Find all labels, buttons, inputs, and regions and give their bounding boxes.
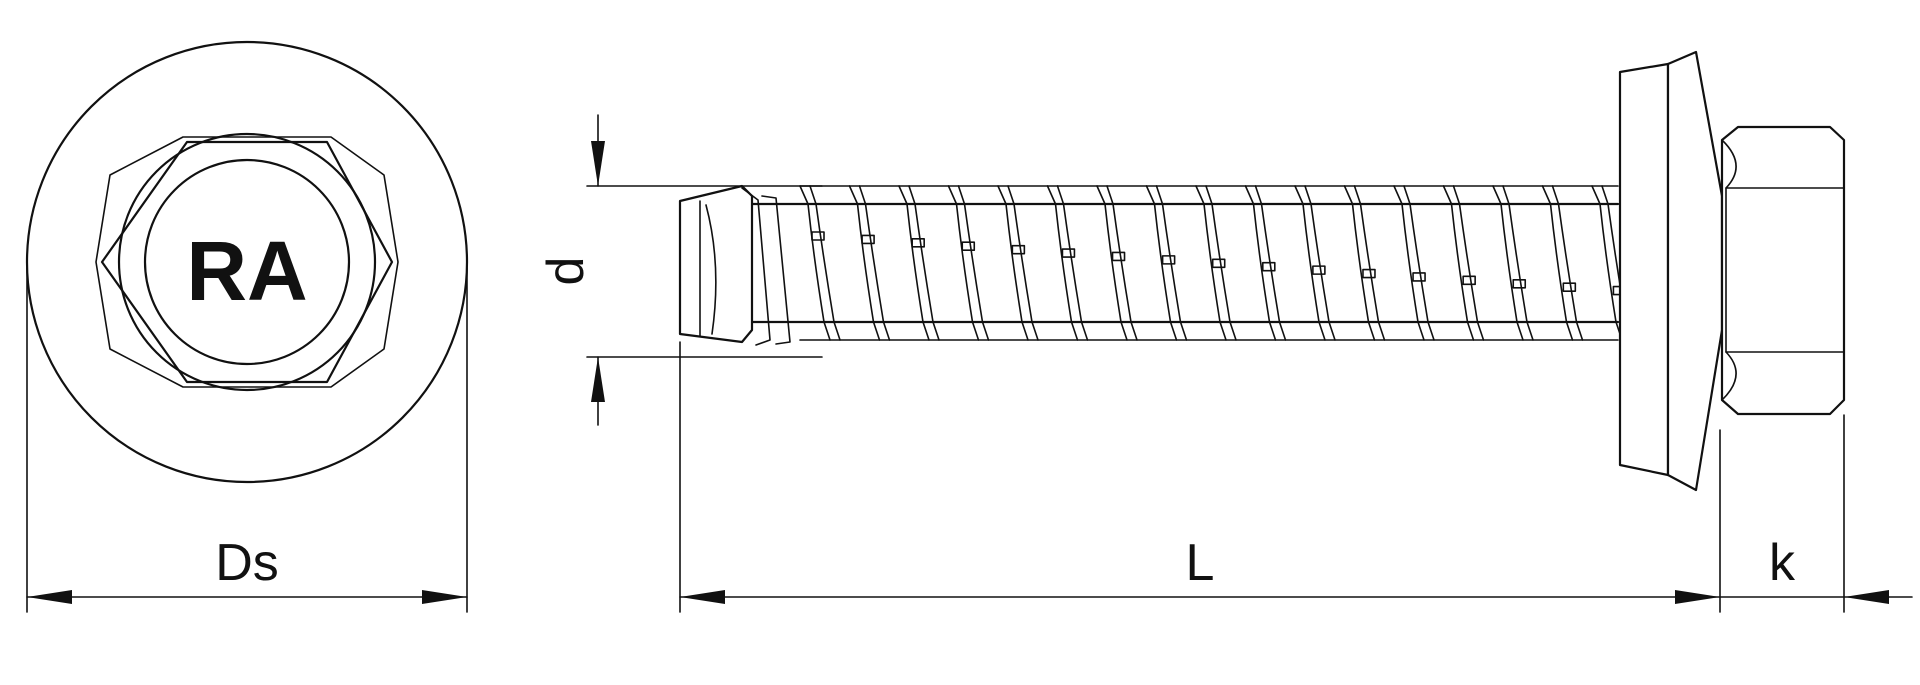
k-arrow — [1844, 590, 1889, 604]
thread-flight — [1591, 185, 1623, 341]
thread-flight-edge — [1106, 185, 1138, 341]
d-arrow-bottom — [591, 357, 605, 402]
washer-flange — [1666, 50, 1724, 492]
thread-notch — [1462, 275, 1476, 286]
thread-flight — [1541, 185, 1574, 341]
head-top-view: RA — [25, 40, 469, 484]
l-label: L — [1186, 534, 1215, 592]
l-arrow-left — [680, 590, 725, 604]
thread-flight-edge — [908, 185, 940, 341]
thread-notch — [1011, 244, 1026, 255]
head-collar-outer — [117, 132, 377, 392]
tip-flute-3 — [761, 195, 791, 345]
thread-flight-edge — [1551, 185, 1584, 341]
hex-chamfer-outline — [95, 136, 399, 388]
thread-flight — [799, 185, 831, 341]
thread-notch — [1261, 261, 1276, 272]
thread-flight — [947, 185, 980, 341]
head-collar-inner — [143, 158, 351, 366]
dimension-l: L — [679, 341, 1721, 613]
k-label: k — [1769, 534, 1796, 592]
thread-flight — [1492, 185, 1524, 341]
d-arrow-top — [591, 141, 605, 186]
thread-notch — [1512, 278, 1527, 289]
d-label: d — [537, 257, 595, 286]
thread-flight — [1145, 185, 1178, 341]
thread-notch — [1362, 268, 1376, 279]
washer-outline — [25, 40, 469, 484]
thread-flight — [1442, 185, 1475, 341]
thread-notch — [861, 234, 875, 245]
thread-flight-edge — [1353, 185, 1386, 341]
thread-flights — [799, 185, 1633, 341]
thread-notch — [1111, 251, 1126, 262]
sealing-washer — [1618, 62, 1670, 477]
thread-flight — [1096, 185, 1128, 341]
thread-flight-edge — [1304, 185, 1336, 341]
thread-notch — [1312, 265, 1326, 275]
thread-notch — [1211, 258, 1226, 269]
dimension-d: d — [537, 114, 823, 426]
l-arrow-right — [1675, 590, 1720, 604]
thread-flight — [1393, 185, 1425, 341]
thread-flight — [1244, 185, 1277, 341]
thread-flight-edge — [1007, 185, 1039, 341]
thread-notch — [1161, 255, 1176, 265]
tip-flute-1 — [705, 204, 717, 335]
dimension-k: k — [1719, 414, 1913, 613]
thread-flight-edge — [1205, 185, 1237, 341]
dimension-ds: Ds — [26, 267, 468, 613]
thread-flight — [848, 185, 881, 341]
thread-notch — [811, 231, 825, 241]
thread-notch — [1061, 248, 1076, 258]
ds-arrow-right — [422, 590, 467, 604]
thread-flight — [997, 185, 1029, 341]
thread-notch — [911, 238, 925, 248]
head-marking-text: RA — [186, 224, 307, 318]
thread-flight-edge — [809, 185, 841, 341]
thread-flight-edge — [858, 185, 891, 341]
hex-head-side — [1720, 125, 1846, 416]
thread-flight-edge — [1056, 185, 1089, 341]
thread-flight-edge — [957, 185, 990, 341]
thread-flight — [1294, 185, 1326, 341]
ds-arrow-left — [27, 590, 72, 604]
thread-flight — [1046, 185, 1079, 341]
hex-head-outline — [100, 140, 394, 384]
screw-side-view — [678, 50, 1846, 492]
thread-notch — [1562, 282, 1577, 292]
thread-flight — [1195, 185, 1227, 341]
ds-label: Ds — [215, 534, 279, 592]
thread-flight — [1343, 185, 1376, 341]
thread-flight-edge — [1502, 185, 1534, 341]
thread-flight-edge — [1452, 185, 1485, 341]
thread-notch — [961, 241, 976, 252]
thread-notch — [1412, 272, 1426, 282]
tip-flute-2 — [741, 187, 771, 346]
thread-flight-edge — [1155, 185, 1188, 341]
thread-flight-edge — [1403, 185, 1435, 341]
thread-flight — [898, 185, 930, 341]
